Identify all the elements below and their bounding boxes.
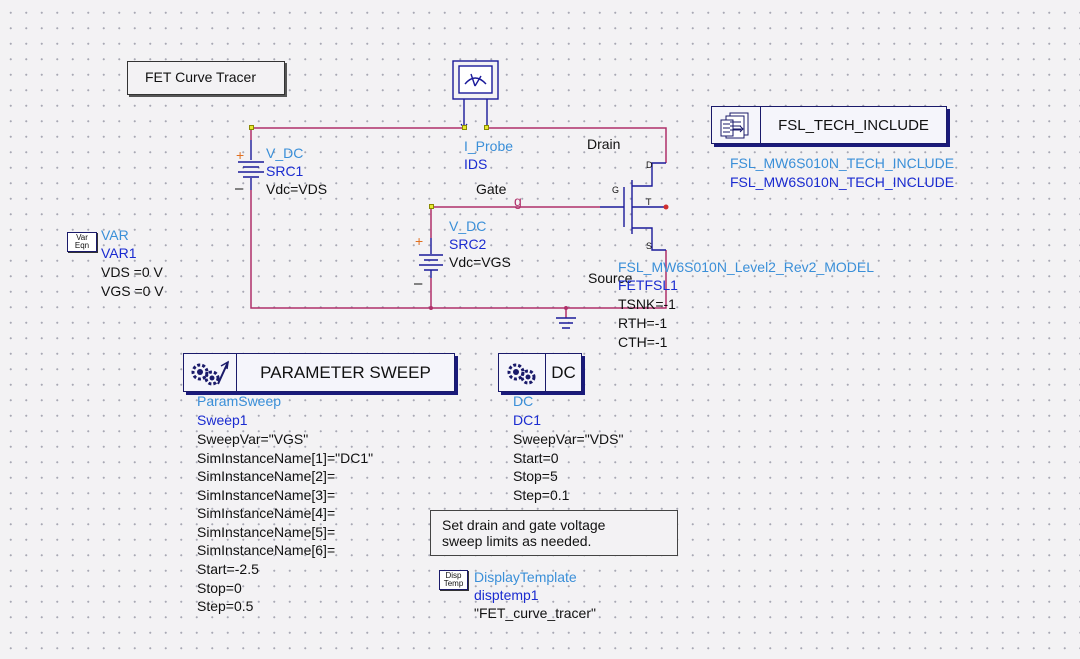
var-icon-top: Var bbox=[76, 233, 88, 242]
title-box[interactable]: FET Curve Tracer bbox=[127, 61, 285, 95]
ground-symbol bbox=[556, 317, 576, 329]
sweep-name: Sweep1 bbox=[197, 412, 248, 428]
sweep-type: ParamSweep bbox=[197, 393, 282, 409]
fet-param: TSNK=-1 bbox=[618, 296, 676, 312]
src1-name: SRC1 bbox=[266, 163, 304, 179]
svg-text:+: + bbox=[415, 233, 423, 249]
note-box[interactable]: Set drain and gate voltage sweep limits … bbox=[430, 510, 678, 556]
src2-param: Vdc=VGS bbox=[449, 254, 511, 270]
pin-marker bbox=[249, 125, 254, 130]
sweep-param: SimInstanceName[5]= bbox=[197, 524, 336, 540]
gate-wire-label: g bbox=[514, 193, 522, 209]
svg-text:+: + bbox=[236, 147, 244, 163]
sweep-param: SimInstanceName[6]= bbox=[197, 542, 336, 558]
sweep-param: SweepVar="VGS" bbox=[197, 431, 309, 447]
disp-name: disptemp1 bbox=[474, 587, 539, 603]
tech-include-block[interactable]: FSL_TECH_INCLUDE bbox=[711, 106, 947, 144]
fet-param: RTH=-1 bbox=[618, 315, 668, 331]
dc-param: Step=0.1 bbox=[513, 487, 570, 503]
sweep-title: PARAMETER SWEEP bbox=[260, 362, 431, 382]
fet-pin-t: T bbox=[646, 197, 652, 207]
dc-type: DC bbox=[513, 393, 534, 409]
var-icon-bottom: Eqn bbox=[74, 241, 90, 250]
tech-include-title: FSL_TECH_INCLUDE bbox=[778, 116, 929, 134]
dc-icon-cell bbox=[499, 354, 546, 391]
fet-model: FSL_MW6S010N_Level2_Rev2_MODEL bbox=[618, 259, 875, 275]
sweep-param: Start=-2.5 bbox=[197, 561, 259, 577]
wire-src1-bottom bbox=[250, 190, 667, 309]
src2-symbol[interactable]: + – bbox=[414, 233, 443, 292]
dc-title: DC bbox=[551, 362, 576, 382]
var-line: VDS =0 V bbox=[101, 264, 163, 280]
fet-pin-g: G bbox=[612, 185, 620, 195]
wire-src1-top bbox=[250, 127, 465, 140]
note-line: Set drain and gate voltage bbox=[442, 517, 606, 533]
var-type: VAR bbox=[101, 227, 129, 243]
sweep-param: SimInstanceName[2]= bbox=[197, 468, 336, 484]
disp-icon-top: Disp bbox=[445, 571, 462, 580]
node-dot bbox=[564, 306, 568, 310]
disp-temp-icon[interactable]: Disp Temp bbox=[439, 570, 468, 590]
pin-marker bbox=[429, 204, 434, 209]
var-eqn-icon[interactable]: Var Eqn bbox=[67, 232, 97, 252]
tech-include-icon-cell bbox=[712, 107, 761, 143]
gate-label: Gate bbox=[476, 181, 507, 197]
pin-marker bbox=[462, 125, 467, 130]
dc-param: Stop=5 bbox=[513, 468, 558, 484]
sweep-icon-cell bbox=[184, 354, 237, 391]
fet-pin-s: S bbox=[646, 241, 653, 251]
document-stack-icon bbox=[720, 112, 749, 139]
dc-param: Start=0 bbox=[513, 450, 559, 466]
src1-param: Vdc=VDS bbox=[266, 181, 328, 197]
disp-type: DisplayTemplate bbox=[474, 569, 577, 585]
gears-icon bbox=[507, 363, 536, 384]
dc-param: SweepVar="VDS" bbox=[513, 431, 624, 447]
svg-text:–: – bbox=[414, 275, 423, 292]
src1-type: V_DC bbox=[266, 145, 304, 161]
src2-type: V_DC bbox=[449, 218, 487, 234]
node-dot bbox=[663, 204, 669, 210]
title-text: FET Curve Tracer bbox=[145, 69, 256, 85]
disp-icon-bottom: Temp bbox=[443, 579, 464, 588]
wire-drain-top bbox=[487, 127, 667, 163]
sweep-param: SimInstanceName[1]="DC1" bbox=[197, 450, 374, 466]
sweep-param: SimInstanceName[4]= bbox=[197, 505, 336, 521]
dc-name: DC1 bbox=[513, 412, 542, 428]
dc-simulation-block[interactable]: DC bbox=[498, 353, 582, 392]
fet-name: FETFSL1 bbox=[618, 277, 678, 293]
fet-param: CTH=-1 bbox=[618, 334, 668, 350]
tech-include-line: FSL_MW6S010N_TECH_INCLUDE bbox=[730, 174, 955, 190]
var-line: VGS =0 V bbox=[101, 283, 164, 299]
var-name: VAR1 bbox=[101, 245, 137, 261]
sweep-param: Step=0.5 bbox=[197, 598, 254, 614]
node-dot bbox=[429, 306, 433, 310]
parameter-sweep-block[interactable]: PARAMETER SWEEP bbox=[183, 353, 455, 392]
src1-symbol[interactable]: + – bbox=[235, 140, 264, 197]
source-label: Source bbox=[588, 270, 633, 286]
i-probe-symbol[interactable] bbox=[452, 60, 499, 129]
svg-text:–: – bbox=[235, 180, 244, 197]
sweep-param: SimInstanceName[3]= bbox=[197, 487, 336, 503]
i-probe-type: I_Probe bbox=[464, 138, 514, 154]
sweep-param: Stop=0 bbox=[197, 580, 242, 596]
fet-pin-d: D bbox=[646, 160, 653, 170]
disp-param: "FET_curve_tracer" bbox=[474, 605, 596, 621]
note-line: sweep limits as needed. bbox=[442, 533, 592, 549]
gears-icon bbox=[191, 360, 229, 385]
drain-label: Drain bbox=[587, 136, 621, 152]
i-probe-name: IDS bbox=[464, 156, 488, 172]
tech-include-line: FSL_MW6S010N_TECH_INCLUDE bbox=[730, 155, 955, 171]
pin-marker bbox=[484, 125, 489, 130]
src2-name: SRC2 bbox=[449, 236, 487, 252]
fet-symbol[interactable] bbox=[600, 162, 666, 251]
